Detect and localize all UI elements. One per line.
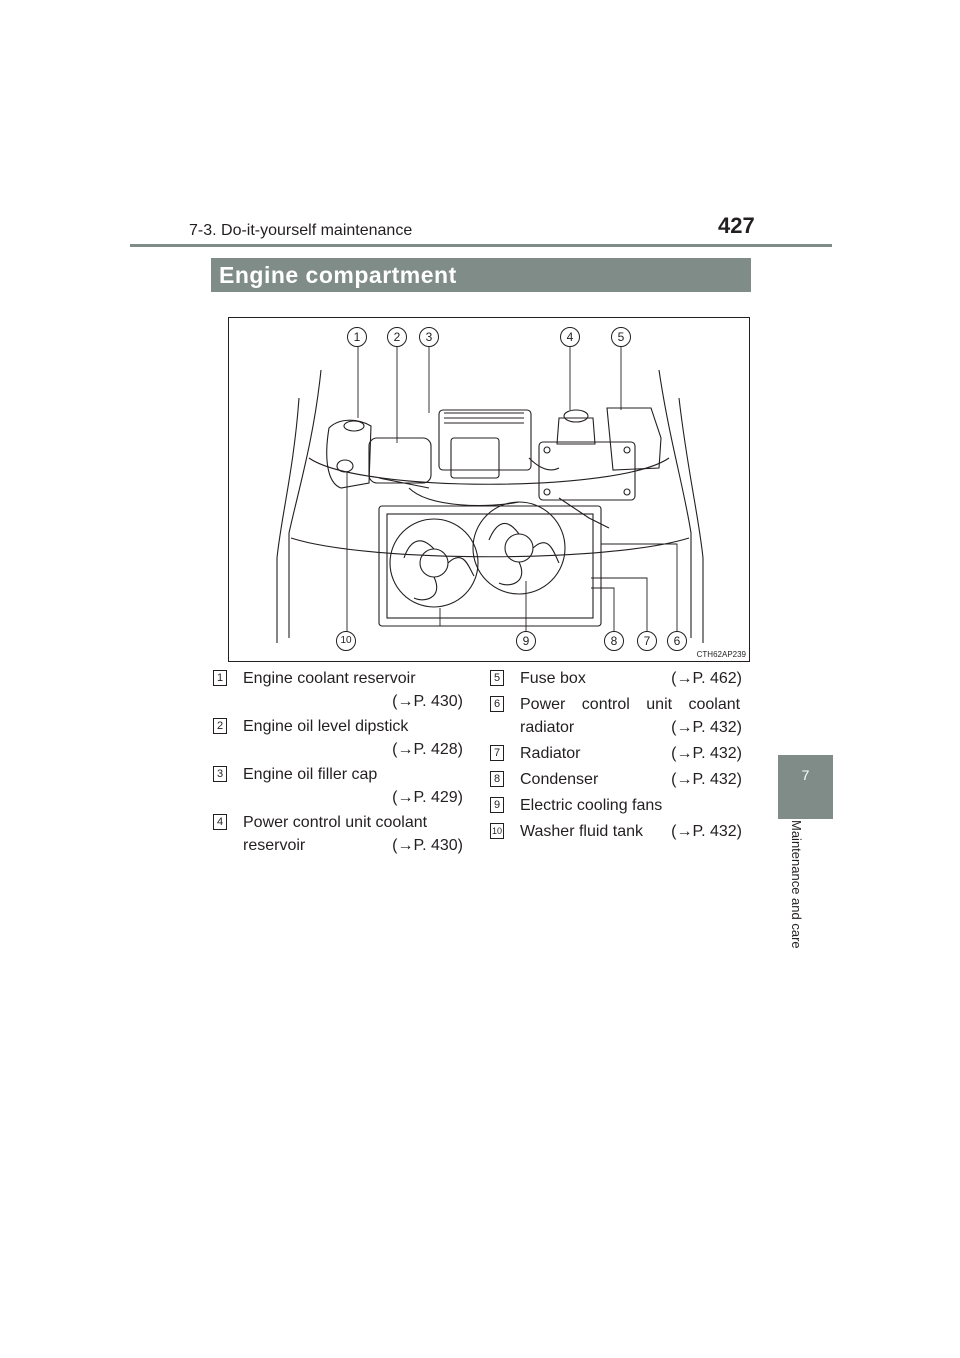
item-number-badge: 1 (213, 670, 227, 686)
callout-8: 8 (604, 631, 624, 651)
callout-2: 2 (387, 327, 407, 347)
chapter-title-vertical: Maintenance and care (782, 820, 808, 970)
chapter-number: 7 (801, 767, 810, 783)
callout-6: 6 (667, 631, 687, 651)
callout-4: 4 (560, 327, 580, 347)
page-heading: Engine compartment (219, 262, 457, 288)
title-bar: Engine compartment (211, 258, 751, 292)
list-item: 1 Engine coolant reservoir (→P. 430) (213, 667, 463, 713)
callout-10: 10 (336, 631, 356, 651)
list-item: 9 Electric cooling fans (490, 794, 742, 817)
parts-list-right: 5 Fuse box (→P. 462) 6 Power control uni… (490, 667, 742, 867)
item-number-badge: 9 (490, 797, 504, 813)
list-item: 10 Washer fluid tank (→P. 432) (490, 823, 742, 840)
list-item: 5 Fuse box (→P. 462) (490, 667, 742, 690)
figure-code: CTH62AP239 (696, 650, 746, 659)
item-number-badge: 3 (213, 766, 227, 782)
item-number-badge: 7 (490, 745, 504, 761)
engine-compartment-figure: 1 2 3 4 5 10 9 8 7 6 CTH62AP239 (228, 317, 750, 662)
item-number-badge: 4 (213, 814, 227, 830)
item-number-badge: 5 (490, 670, 504, 686)
list-item: 7 Radiator (→P. 432) (490, 742, 742, 765)
item-number-badge: 6 (490, 696, 504, 712)
item-number-badge: 2 (213, 718, 227, 734)
item-number-badge: 10 (490, 823, 504, 839)
header-rule (130, 244, 832, 247)
page-number: 427 (718, 213, 755, 238)
chapter-title: Maintenance and care (789, 820, 804, 949)
callout-3: 3 (419, 327, 439, 347)
engine-illustration (276, 346, 704, 643)
list-item: 6 Power control unit coolant radiator (→… (490, 693, 742, 739)
callout-5: 5 (611, 327, 631, 347)
list-item: 4 Power control unit coolant reservoir (… (213, 811, 463, 857)
list-item: 2 Engine oil level dipstick (→P. 428) (213, 715, 463, 761)
chapter-tab: 7 (778, 755, 833, 819)
section-title: 7-3. Do-it-yourself maintenance (189, 222, 413, 239)
item-number-badge: 8 (490, 771, 504, 787)
list-item: 8 Condenser (→P. 432) (490, 768, 742, 791)
callout-1: 1 (347, 327, 367, 347)
callout-7: 7 (637, 631, 657, 651)
parts-list-left: 1 Engine coolant reservoir (→P. 430) 2 E… (213, 667, 463, 867)
callout-9: 9 (516, 631, 536, 651)
list-item: 3 Engine oil filler cap (→P. 429) (213, 763, 463, 809)
